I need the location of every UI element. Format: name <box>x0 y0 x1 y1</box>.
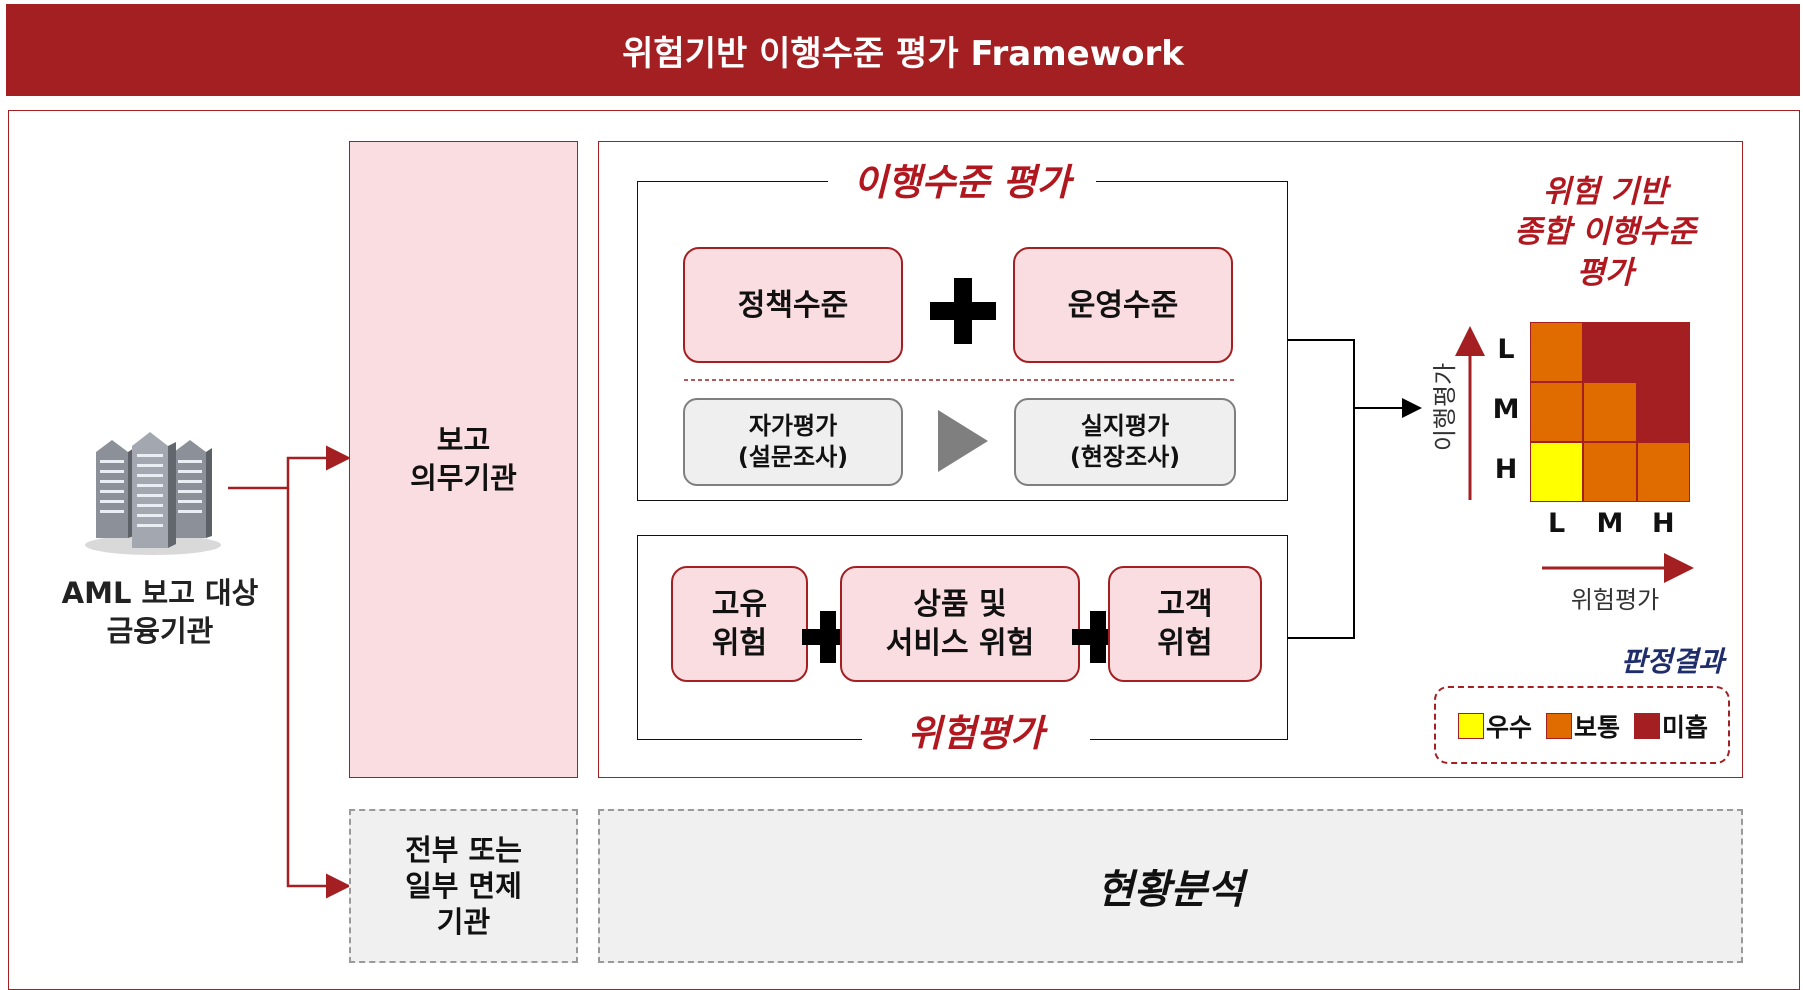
matrix-cell <box>1530 442 1584 502</box>
inherent-risk-box: 고유 위험 <box>671 566 808 682</box>
row-label: H <box>1494 454 1518 485</box>
page-title: 위험기반 이행수준 평가 Framework <box>6 4 1800 96</box>
institution-label: AML 보고 대상 금융기관 <box>40 575 280 650</box>
play-arrow-icon <box>938 410 988 472</box>
legend-title: 판정결과 <box>1620 645 1724 678</box>
matrix-cell <box>1636 442 1690 502</box>
matrix-cell <box>1583 442 1637 502</box>
risk-title: 위험평가 <box>862 711 1090 757</box>
legend: 우수 보통 미흡 <box>1434 686 1730 764</box>
exempt-entity-box: 전부 또는 일부 면제 기관 <box>349 809 578 963</box>
assessment-frame <box>598 141 1743 778</box>
row-label: L <box>1497 334 1515 365</box>
matrix-grid <box>1530 322 1690 502</box>
legend-swatch-poor <box>1634 713 1660 739</box>
reporting-entity-box: 보고 의무기관 <box>349 141 578 778</box>
matrix-cell <box>1530 382 1584 442</box>
row-label: M <box>1492 394 1520 425</box>
matrix-cell <box>1636 382 1690 442</box>
matrix-cell <box>1583 322 1637 382</box>
plus-icon <box>930 270 996 350</box>
legend-swatch-average <box>1546 713 1572 739</box>
status-analysis-box: 현황분석 <box>598 809 1743 963</box>
legend-label-excellent: 우수 <box>1486 713 1533 742</box>
matrix-title: 위험 기반 종합 이행수준 평가 <box>1514 174 1696 291</box>
institution-label-line1: AML 보고 대상 <box>61 576 259 610</box>
compliance-title: 이행수준 평가 <box>828 160 1096 206</box>
matrix-cell <box>1583 382 1637 442</box>
building-icon <box>85 432 221 555</box>
col-label: H <box>1652 508 1675 539</box>
customer-risk-box: 고객 위험 <box>1108 566 1262 682</box>
col-label: L <box>1548 508 1566 539</box>
legend-swatch-excellent <box>1458 713 1484 739</box>
onsite-assessment-box: 실지평가 (현장조사) <box>1014 398 1236 486</box>
matrix-cell <box>1636 322 1690 382</box>
self-assessment-box: 자가평가 (설문조사) <box>683 398 903 486</box>
arrow-to-reporting <box>228 445 351 490</box>
product-service-risk-box: 상품 및 서비스 위험 <box>840 566 1080 682</box>
legend-label-average: 보통 <box>1574 713 1621 742</box>
col-label: M <box>1596 508 1624 539</box>
x-axis-label: 위험평가 <box>1570 586 1660 614</box>
y-axis-label: 이행평가 <box>1431 362 1459 452</box>
merge-line <box>1288 339 1355 639</box>
matrix-cell <box>1530 322 1584 382</box>
operation-level-box: 운영수준 <box>1013 247 1233 363</box>
institution-label-line2: 금융기관 <box>106 613 214 648</box>
legend-label-poor: 미흡 <box>1662 713 1709 742</box>
policy-level-box: 정책수준 <box>683 247 903 363</box>
arrow-to-exempt <box>286 488 351 899</box>
